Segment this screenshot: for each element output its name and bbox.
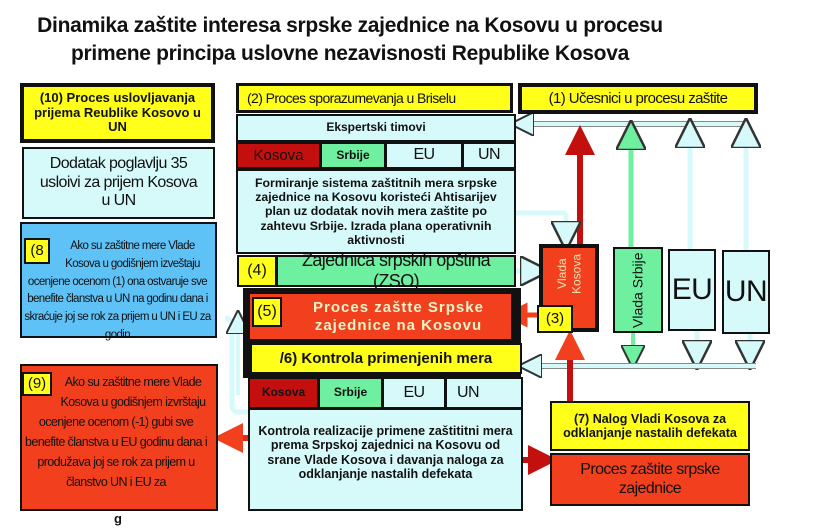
row1-kosova: Kosova	[236, 142, 321, 169]
box-5-label: (5)	[252, 297, 282, 327]
box-4-label: (4)	[237, 255, 277, 287]
box-3-label: (3)	[537, 305, 573, 333]
box-9-gubitak: (9) Ako su zaštitne mere Vlade Kosova u …	[20, 364, 218, 511]
row2-un: UN	[445, 377, 523, 409]
row1-eu: EU	[385, 142, 463, 169]
box-6-kontrola: /6) Kontrola primenjenih mera	[250, 343, 522, 374]
dodatak-poglavlju-35: Dodatak poglavlju 35 usloivi za prijem K…	[22, 147, 215, 219]
participant-eu: EU	[668, 249, 716, 331]
box-8-benefiti: (8 Ako su zaštitne mere Vlade Kosova u g…	[20, 222, 217, 342]
formiranje-sistema: Formiranje sistema zaštitnih mera srpske…	[236, 169, 516, 254]
box-2-brisel: (2) Proces sporazumevanja u Briselu	[236, 83, 513, 113]
row1-srbije: Srbije	[320, 142, 386, 169]
box-9-label: (9)	[22, 372, 52, 396]
row2-srbije: Srbije	[318, 377, 383, 409]
diagram-title-line1: Dinamika zaštite interesa srpske zajedni…	[37, 14, 663, 37]
box-9-tail: g	[114, 511, 122, 526]
proces-zastite-srpske-zajednice: Proces zaštite srpske zajednice	[550, 453, 750, 506]
box-1-ucesnici: (1) Učesnici u procesu zaštite	[518, 83, 758, 114]
ekspertski-timovi: Ekspertski timovi	[236, 114, 516, 142]
box-9-text: Ako su zaštitne mere Vlade Kosova u godi…	[24, 375, 208, 489]
box-7-nalog: (7) Nalog Vladi Kosova za odklanjanje na…	[550, 401, 750, 451]
diagram-title-line2: primene principa uslovne nezavisnosti Re…	[71, 42, 629, 65]
row1-un: UN	[462, 142, 516, 169]
row2-kosova: Kosova	[248, 377, 319, 409]
row2-eu: EU	[382, 377, 446, 409]
participant-un: UN	[722, 250, 770, 334]
box-8-text: Ako su zaštitne mere Vlade Kosova u godi…	[24, 240, 211, 342]
participant-vlada-kosova: Vlada Kosova	[554, 253, 583, 294]
participant-vlada-srbije: Vlada Srbije	[613, 247, 663, 333]
box-5-proces: Proces zaštte Srpske zajednice na Kosovu	[248, 292, 513, 341]
box-8-label: (8	[24, 238, 50, 264]
kontrola-realizacije: Kontrola realizacije primene zaštititni …	[248, 408, 523, 511]
box-10-uslovljavanje: (10) Proces uslovljavanja prijema Reubli…	[20, 83, 215, 143]
box-4-zso: Zajednica srpskih opština (ZSO)	[276, 250, 516, 291]
